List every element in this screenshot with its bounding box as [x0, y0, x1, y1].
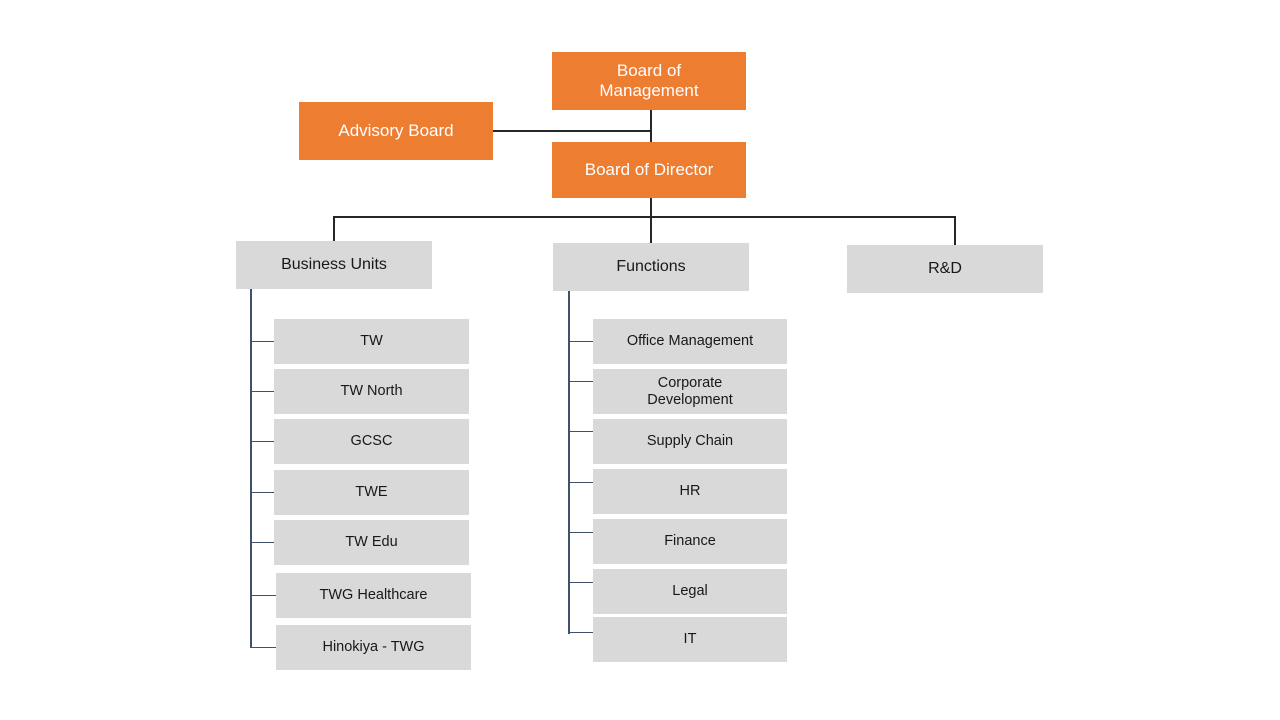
branch-function-6 [568, 582, 594, 584]
connector-division-bus [333, 216, 956, 218]
branch-business-unit-1 [250, 341, 275, 343]
node-business-unit-tw-label: TW [360, 333, 383, 350]
node-function-legal-label: Legal [672, 583, 708, 600]
node-function-it[interactable]: IT [593, 617, 787, 662]
node-business-unit-gcsc-label: GCSC [350, 433, 393, 450]
node-business-unit-tw-north[interactable]: TW North [274, 369, 469, 414]
node-business-unit-tw-north-label: TW North [340, 383, 403, 400]
node-function-supply-chain[interactable]: Supply Chain [593, 419, 787, 464]
node-business-unit-tw[interactable]: TW [274, 319, 469, 364]
node-board-of-director-label: Board of Director [584, 160, 714, 180]
node-advisory-board-label: Advisory Board [338, 121, 454, 141]
node-function-finance-label: Finance [664, 533, 716, 550]
branch-business-unit-3 [250, 441, 275, 443]
node-business-unit-twe-label: TWE [355, 484, 388, 501]
node-board-of-management-label: Board of Management [599, 61, 699, 100]
node-function-corporate-development-label: Corporate Development [647, 374, 733, 408]
node-board-of-management[interactable]: Board of Management [552, 52, 746, 110]
node-functions[interactable]: Functions [553, 243, 749, 291]
connector-management-to-director [650, 110, 652, 144]
node-business-units[interactable]: Business Units [236, 241, 432, 289]
node-function-hr[interactable]: HR [593, 469, 787, 514]
branch-function-4 [568, 482, 594, 484]
branch-function-1 [568, 341, 594, 343]
node-function-office-management-label: Office Management [626, 333, 754, 350]
node-function-legal[interactable]: Legal [593, 569, 787, 614]
node-business-units-label: Business Units [281, 255, 387, 273]
node-function-hr-label: HR [679, 483, 701, 500]
branch-business-unit-7 [250, 647, 277, 649]
node-business-unit-hinokiya-twg-label: Hinokiya - TWG [322, 639, 425, 656]
node-business-unit-tw-edu-label: TW Edu [345, 534, 398, 551]
branch-function-3 [568, 431, 594, 433]
node-business-unit-twg-healthcare[interactable]: TWG Healthcare [276, 573, 471, 618]
node-function-office-management[interactable]: Office Management [593, 319, 787, 364]
node-function-it-label: IT [683, 631, 697, 648]
connector-bus-to-business-units [333, 216, 335, 242]
node-rnd-label: R&D [928, 259, 962, 277]
branch-function-7 [568, 632, 594, 634]
node-business-unit-twg-healthcare-label: TWG Healthcare [319, 587, 428, 604]
node-business-unit-tw-edu[interactable]: TW Edu [274, 520, 469, 565]
node-function-supply-chain-label: Supply Chain [646, 433, 734, 450]
branch-function-2 [568, 381, 594, 383]
connector-bus-to-rnd [954, 216, 956, 246]
node-business-unit-gcsc[interactable]: GCSC [274, 419, 469, 464]
node-function-finance[interactable]: Finance [593, 519, 787, 564]
node-rnd[interactable]: R&D [847, 245, 1043, 293]
spine-business-units [250, 289, 252, 648]
node-functions-label: Functions [616, 257, 686, 275]
node-function-corporate-development[interactable]: Corporate Development [593, 369, 787, 414]
branch-business-unit-6 [250, 595, 277, 597]
branch-function-5 [568, 532, 594, 534]
node-business-unit-twe[interactable]: TWE [274, 470, 469, 515]
branch-business-unit-4 [250, 492, 275, 494]
connector-bus-to-functions [650, 216, 652, 244]
node-board-of-director[interactable]: Board of Director [552, 142, 746, 198]
branch-business-unit-2 [250, 391, 275, 393]
branch-business-unit-5 [250, 542, 275, 544]
spine-functions [568, 291, 570, 634]
connector-director-to-bus [650, 198, 652, 217]
node-advisory-board[interactable]: Advisory Board [299, 102, 493, 160]
node-business-unit-hinokiya-twg[interactable]: Hinokiya - TWG [276, 625, 471, 670]
connector-advisory-to-spine [493, 130, 652, 132]
